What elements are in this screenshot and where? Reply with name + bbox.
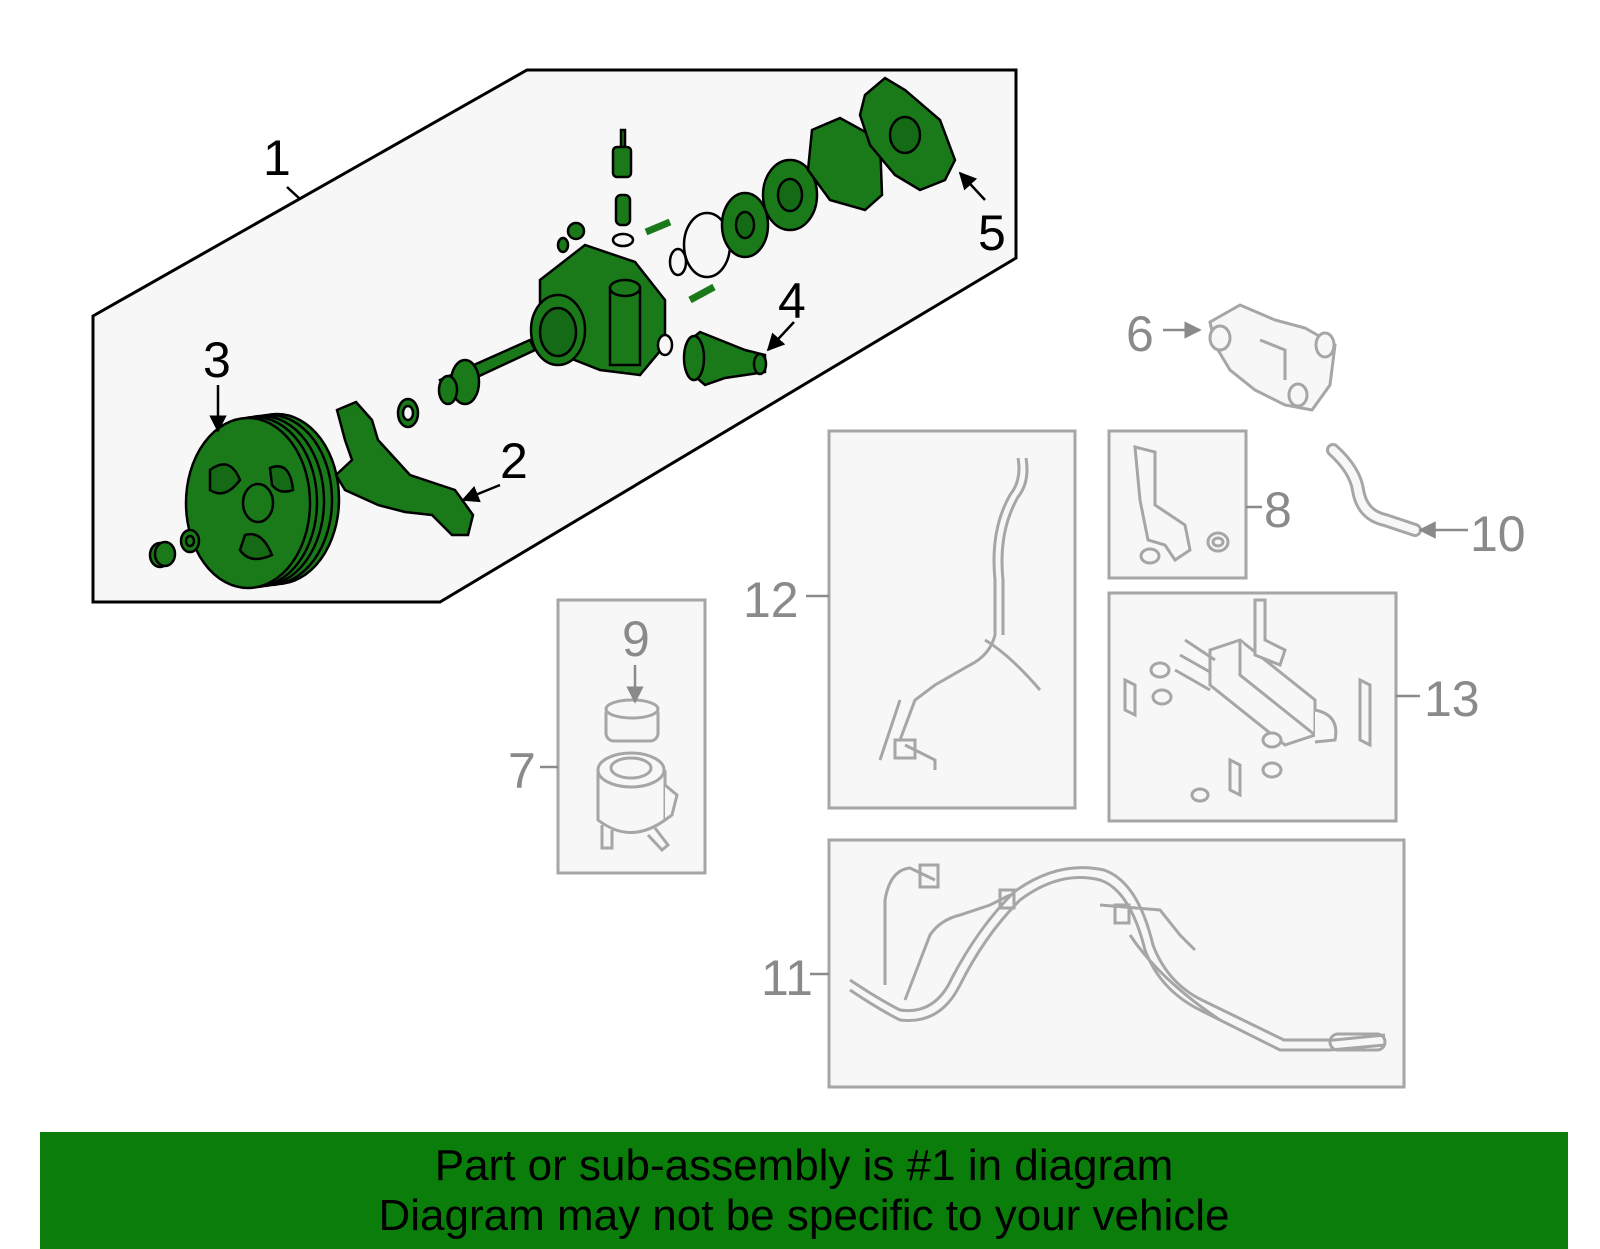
mount-bracket[interactable] [1208, 303, 1337, 412]
clamp-parts[interactable] [1133, 445, 1230, 565]
banner-line-2: Diagram may not be specific to your vehi… [378, 1190, 1230, 1240]
callout-8: 8 [1264, 482, 1292, 538]
oil-cooler[interactable] [1123, 598, 1372, 803]
pump-assembly-parts[interactable] [148, 76, 957, 590]
pump-shaft[interactable] [396, 338, 537, 429]
hose-assembly[interactable] [849, 863, 1387, 1052]
callout-10: 10 [1470, 506, 1526, 562]
pressure-line-hose[interactable] [878, 457, 1042, 770]
callout-12: 12 [743, 572, 799, 628]
cam-ring[interactable] [720, 158, 819, 259]
pump-bracket[interactable] [334, 400, 475, 537]
callout-9: 9 [622, 611, 650, 667]
reservoir[interactable] [596, 698, 679, 853]
callout-11: 11 [761, 950, 813, 1006]
pulley-nut[interactable] [148, 528, 201, 569]
callout-1: 1 [263, 130, 291, 186]
callout-2: 2 [500, 433, 528, 489]
callout-7: 7 [508, 743, 536, 799]
callout-3: 3 [203, 332, 231, 388]
callout-6: 6 [1126, 306, 1154, 362]
rear-cover-gasket[interactable] [806, 116, 884, 212]
pressure-line-panel [827, 429, 1077, 810]
seal-rings[interactable] [644, 211, 732, 304]
outlet-fitting[interactable] [682, 330, 768, 387]
pulley[interactable] [184, 412, 341, 590]
callout-leaders-panel1 [209, 171, 986, 503]
flow-control-valve[interactable] [556, 128, 635, 254]
banner-line-1: Part or sub-assembly is #1 in diagram [434, 1140, 1174, 1190]
callout-5: 5 [978, 205, 1006, 261]
pump-body[interactable] [529, 243, 674, 377]
hose-assembly-panel [827, 838, 1406, 1089]
callout-13: 13 [1424, 671, 1480, 727]
callout-4: 4 [778, 273, 806, 329]
info-banner: Part or sub-assembly is #1 in diagram Di… [40, 1132, 1568, 1249]
